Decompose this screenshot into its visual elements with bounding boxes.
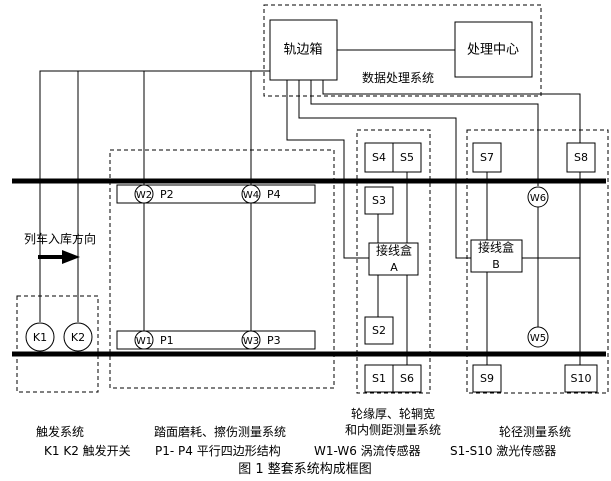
junction-box-b	[470, 239, 523, 273]
legend-w: W1-W6 涡流传感器	[314, 443, 421, 458]
p2-p4-bracket	[116, 184, 316, 204]
tread-system-label: 踏面磨耗、擦伤测量系统	[154, 425, 286, 439]
s4-label: S4	[372, 151, 386, 164]
w5-sensor	[527, 326, 549, 348]
p1-p3-bracket	[116, 330, 316, 350]
junction-box-a-label: 接线盒	[376, 243, 412, 258]
k1-switch	[25, 322, 55, 352]
s9-label: S9	[480, 372, 494, 385]
s8-sensor	[566, 142, 596, 173]
s9-sensor	[472, 364, 502, 393]
legend-s: S1-S10 激光传感器	[450, 443, 556, 458]
flange-system-enclosure	[356, 129, 431, 394]
w2-label: W2	[136, 190, 152, 201]
junction-box-b-id: B	[492, 258, 500, 271]
processing-center-label: 处理中心	[467, 43, 519, 58]
w3-label: W3	[243, 336, 259, 347]
p3-label: P3	[267, 334, 281, 347]
s5-sensor	[392, 142, 422, 173]
w4-sensor	[241, 184, 261, 204]
k2-switch	[63, 322, 93, 352]
signal-wires	[39, 49, 581, 365]
junction-box-a	[368, 242, 419, 276]
s5-label: S5	[400, 151, 414, 164]
s3-label: S3	[372, 194, 386, 207]
flange-system-label-line1: 轮缘厚、轮辋宽	[351, 406, 435, 421]
processing-center-box	[454, 21, 533, 78]
p2-label: P2	[160, 188, 174, 201]
k1-label: K1	[33, 331, 47, 344]
w4-label: W4	[243, 190, 259, 201]
s2-label: S2	[372, 324, 386, 337]
w1-sensor	[134, 330, 154, 350]
w5-label: W5	[530, 333, 546, 344]
s8-label: S8	[574, 151, 588, 164]
legend-k: K1 K2 触发开关	[44, 443, 131, 458]
junction-box-a-id: A	[390, 261, 398, 274]
k2-label: K2	[71, 331, 85, 344]
s2-sensor	[364, 316, 394, 345]
s10-sensor	[564, 364, 598, 393]
legend-p: P1- P4 平行四边形结构	[155, 443, 281, 458]
p4-label: P4	[267, 188, 281, 201]
train-direction-label: 列车入库方向	[24, 231, 96, 246]
tread-system-enclosure	[109, 149, 335, 389]
w1-label: W1	[136, 336, 152, 347]
s6-label: S6	[400, 372, 414, 385]
trackside-box	[269, 19, 338, 81]
junction-box-b-label: 接线盒	[478, 240, 514, 255]
s7-sensor	[472, 142, 502, 173]
train-direction-arrow-icon	[38, 250, 80, 264]
diameter-system-label: 轮径测量系统	[499, 425, 571, 439]
trigger-system-enclosure	[16, 295, 99, 393]
s1-label: S1	[372, 372, 386, 385]
flange-system-label-line2: 和内侧距测量系统	[345, 423, 441, 437]
s7-label: S7	[480, 151, 494, 164]
w2-sensor	[134, 184, 154, 204]
p1-label: P1	[160, 334, 174, 347]
w3-sensor	[241, 330, 261, 350]
s6-sensor	[392, 364, 422, 393]
trackside-box-label: 轨边箱	[283, 42, 322, 58]
w6-sensor	[527, 186, 549, 208]
s10-label: S10	[571, 372, 592, 385]
figure-caption: 图 1 整套系统构成框图	[238, 461, 372, 477]
data-processing-enclosure	[263, 4, 542, 97]
data-processing-system-label: 数据处理系统	[362, 70, 434, 85]
s3-sensor	[364, 186, 394, 215]
w6-label: W6	[530, 193, 546, 204]
trigger-system-label: 触发系统	[36, 424, 84, 439]
